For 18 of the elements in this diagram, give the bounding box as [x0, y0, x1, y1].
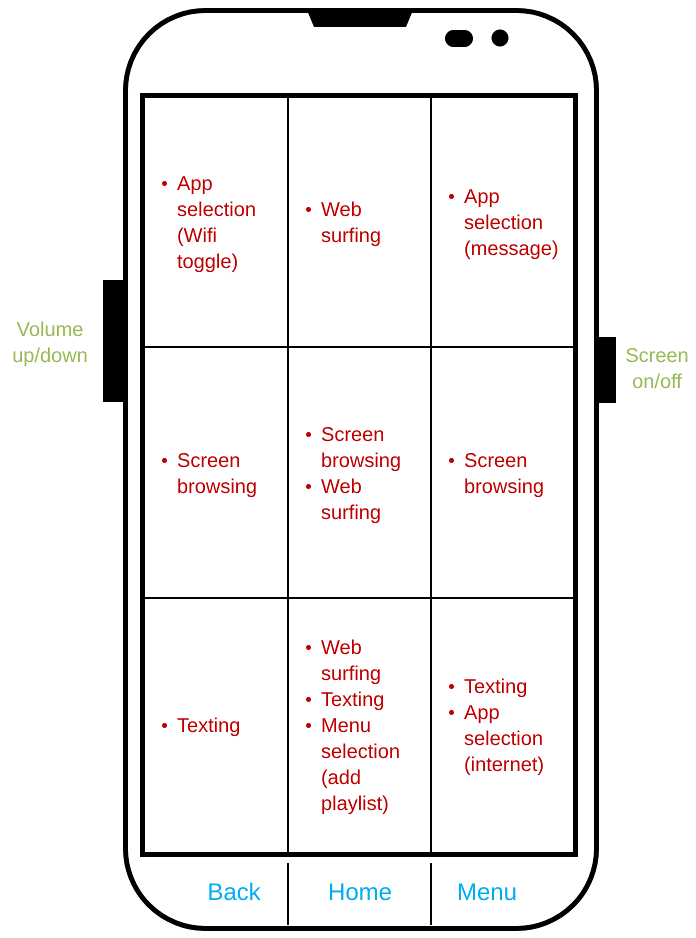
bullet-item: Screen browsing — [464, 450, 544, 498]
bullet-item: Web surfing — [321, 476, 382, 524]
nav-button-label: Home — [326, 880, 394, 906]
bullet-item: Texting — [321, 688, 384, 710]
side-button-label: Volume up/down — [11, 318, 89, 369]
bullet-item: Web surfing — [321, 636, 382, 684]
bullet-item: Texting — [464, 676, 528, 698]
nav-button-label: Back — [206, 880, 262, 906]
bullet-item: Screen browsing — [321, 424, 402, 472]
bullet-item: App selection (Wifi toggle) — [177, 173, 256, 273]
bullet-item: Texting — [177, 714, 240, 736]
bullet-item: App selection (internet) — [464, 702, 544, 776]
bullet-item: Web surfing — [321, 199, 382, 247]
bullet-item: Screen browsing — [177, 450, 258, 498]
bullet-item: App selection (message) — [464, 186, 558, 260]
nav-button-label: Menu — [456, 880, 518, 906]
side-button-label: Screen on/off — [624, 344, 690, 395]
bullet-item: Menu selection (add playlist) — [321, 714, 400, 814]
